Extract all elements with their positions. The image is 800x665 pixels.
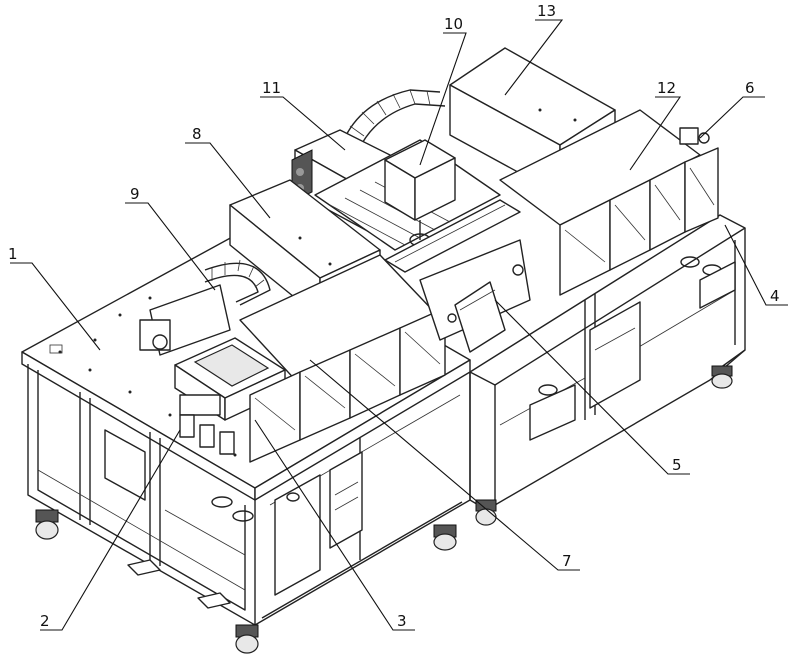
- callout-5: 5: [672, 456, 682, 474]
- callout-12: 12: [657, 79, 676, 97]
- callout-2: 2: [40, 612, 50, 630]
- caster-wheel: [712, 366, 732, 388]
- callout-10: 10: [444, 15, 463, 33]
- caster-wheel: [36, 510, 58, 539]
- callout-8: 8: [192, 125, 202, 143]
- callout-7: 7: [562, 552, 572, 570]
- caster-wheel: [236, 625, 258, 653]
- callout-3: 3: [397, 612, 407, 630]
- callout-9: 9: [130, 185, 140, 203]
- callout-13: 13: [537, 2, 556, 20]
- callout-6: 6: [745, 79, 755, 97]
- callout-1: 1: [8, 245, 18, 263]
- callout-11: 11: [262, 79, 281, 97]
- callout-4: 4: [770, 287, 780, 305]
- caster-wheel: [434, 525, 456, 550]
